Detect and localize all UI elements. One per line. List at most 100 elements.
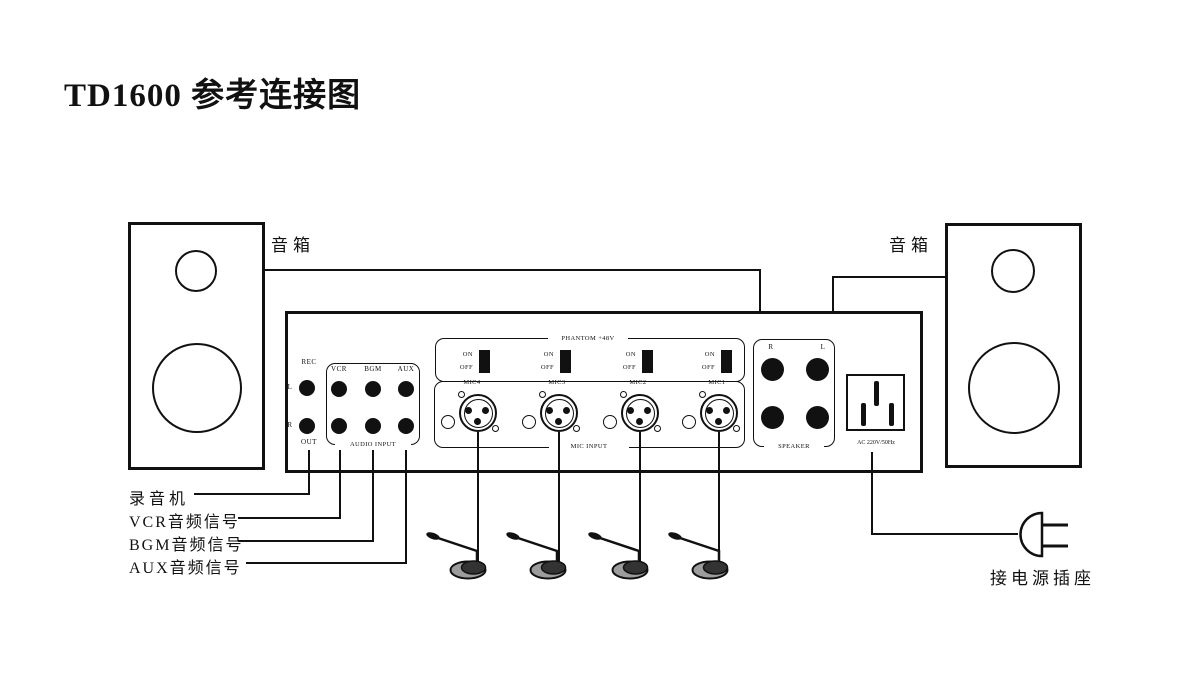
ac-slot [861,403,866,426]
xlr-pin [482,407,489,414]
xlr-pin [636,418,643,425]
phantom-switch-group-mic2: ON OFF [610,350,658,374]
off-label: OFF [701,364,715,371]
bgm-annotation-line [238,540,374,542]
xlr-pin [465,407,472,414]
aux-annotation: AUX音频信号 [129,560,242,577]
mic-capsule [506,532,520,540]
xlr-pin [474,418,481,425]
speaker-l-label: L [820,343,826,351]
rec-out-wire [308,450,310,495]
microphone-icon [426,532,487,580]
mic-gooseneck [675,535,721,567]
on-label: ON [625,351,636,358]
audio-input-bgm-label: BGM [364,365,382,373]
mic-capsule [426,532,440,540]
ac-power-socket [846,374,905,431]
aux-wire [405,450,407,564]
right-speaker-label: 音箱 [889,236,933,255]
mic4-wire [477,432,479,565]
mic-capsule [668,532,682,540]
aux-top-jack [398,381,414,397]
xlr-group-mic1 [671,391,767,435]
mic-capsule [588,532,602,540]
vcr-wire [339,450,341,519]
screw [654,425,661,432]
left-speaker-wire-vertical [759,269,761,340]
left-speaker-label: 音箱 [271,236,315,255]
right-speaker-wire-vertical [832,276,834,340]
xlr-group-mic3 [511,391,607,435]
screw [458,391,465,398]
phantom-switch [479,350,490,373]
mic-gooseneck [595,535,641,567]
bgm-top-jack [365,381,381,397]
rec-right-label: R [287,421,293,429]
on-label: ON [704,351,715,358]
right-speaker-wire-horizontal [832,276,945,278]
left-speaker-wire-horizontal [264,269,761,271]
on-label: ON [543,351,554,358]
rec-out-label: OUT [301,438,317,446]
screw [620,391,627,398]
ac-socket-caption: AC 220V/50Hz [857,440,895,446]
rec-left-jack [299,380,315,396]
microphone-icon [506,532,567,580]
mic-input-caption: MIC INPUT [549,442,629,451]
microphone-icon [668,532,729,580]
rec-left-label: L [287,383,293,391]
speaker-post [806,358,829,381]
xlr-pin [644,407,651,414]
phantom-switch-group-mic4: ON OFF [447,350,495,374]
audio-input-aux-label: AUX [397,365,415,373]
bgm-bottom-jack [365,418,381,434]
left-speaker-tweeter-circle [175,250,217,292]
diagram-title: TD1600 参考连接图 [64,78,362,114]
aux-annotation-line [246,562,407,564]
phone-jack [522,415,536,429]
off-label: OFF [540,364,554,371]
screw [492,425,499,432]
mic2-wire [639,432,641,565]
rec-label: REC [301,358,317,366]
mic4-label: MIC4 [456,378,488,387]
phone-jack [441,415,455,429]
right-speaker [945,223,1082,468]
phantom-power-caption: PHANTOM +48V [548,334,628,343]
mic-gooseneck [513,535,559,567]
xlr-pin [723,407,730,414]
xlr-pin [715,418,722,425]
xlr-pin [555,418,562,425]
speaker-post [806,406,829,429]
right-speaker-woofer-circle [968,342,1060,434]
mic-base-inner [622,560,649,575]
amplifier-rear-panel: REC L R OUT VCR BGM AUX AUDIO INPUT PHAN… [285,311,923,473]
screw [573,425,580,432]
plug-body [1019,511,1044,558]
ac-slot [874,381,879,406]
microphone-icon [588,532,649,580]
xlr-group-mic2 [592,391,688,435]
power-outlet-annotation: 接电源插座 [990,569,1095,588]
phantom-switch-group-mic3: ON OFF [528,350,576,374]
audio-input-vcr-label: VCR [331,365,347,373]
phantom-switch [642,350,653,373]
screw [539,391,546,398]
ac-power-wire-horizontal [871,533,1018,535]
speaker-post [761,358,784,381]
ac-power-wire-vertical [871,452,873,534]
mic3-label: MIC3 [541,378,573,387]
left-speaker [128,222,265,470]
rec-right-jack [299,418,315,434]
right-speaker-tweeter-circle [991,249,1035,293]
left-speaker-woofer-circle [152,343,242,433]
xlr-group-mic4 [430,391,526,435]
xlr-pin [706,407,713,414]
off-label: OFF [459,364,473,371]
mic-base-inner [702,560,729,575]
speaker-output-box [753,339,835,447]
speaker-r-label: R [768,343,774,351]
audio-input-caption: AUDIO INPUT [335,440,411,449]
bgm-annotation: BGM音频信号 [129,537,244,554]
